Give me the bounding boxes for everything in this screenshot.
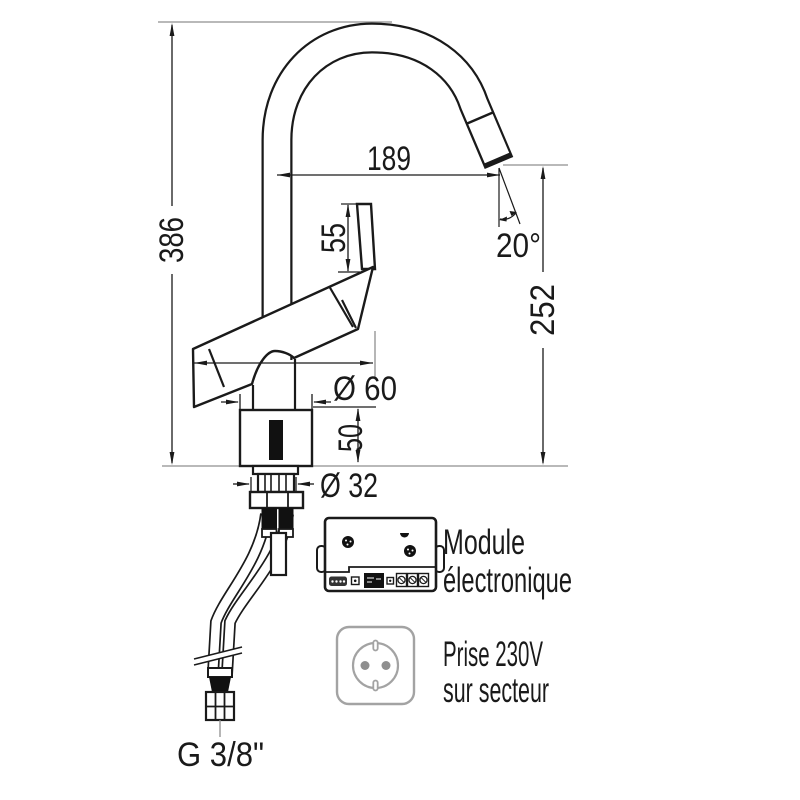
module-panel-line — [325, 566, 436, 573]
stream-angled-line — [498, 167, 521, 225]
label-base-height: 50 — [332, 424, 370, 452]
connector-pin — [346, 543, 349, 546]
label-socket-line1: Prise 230V — [443, 635, 543, 674]
label-spout-reach: 189 — [367, 140, 411, 178]
port-pin — [339, 580, 342, 583]
module-connector-right — [404, 545, 416, 557]
module-terminals — [395, 572, 430, 588]
break-gap — [194, 647, 242, 665]
label-shank-diameter: Ø 32 — [320, 467, 378, 505]
break-mark-2 — [193, 652, 243, 666]
hose-end-collar — [207, 667, 233, 678]
port-pin — [342, 580, 346, 583]
mounting-nut — [248, 490, 305, 510]
label-module-line2: électronique — [443, 561, 572, 600]
hose-crimp-right — [278, 508, 294, 529]
module-connector-small — [400, 533, 410, 538]
module-box-icon — [316, 516, 445, 593]
module-body — [323, 516, 438, 593]
switch-dot — [389, 579, 392, 582]
port-pin — [335, 580, 338, 583]
label-base-diameter: Ø 60 — [333, 370, 397, 408]
stream-angle — [498, 167, 521, 227]
base-flange — [251, 464, 300, 476]
dimension-lever-height — [338, 203, 360, 273]
angle-arc-arrow-left — [499, 216, 507, 222]
module-connector-left — [342, 536, 354, 548]
dimension-outlet-height — [540, 166, 546, 465]
socket-ground-bottom — [372, 679, 379, 692]
connector-pin — [349, 540, 352, 543]
label-spout-angle: 20° — [496, 227, 541, 265]
dimension-spout-reach — [277, 172, 500, 178]
module-switch-2 — [386, 576, 395, 585]
dimension-lines — [169, 23, 546, 492]
label-socket-line2: sur secteur — [443, 671, 549, 710]
label-module-line1: Module — [443, 523, 525, 562]
label-total-height: 386 — [153, 217, 191, 263]
angle-arc-arrow-right — [509, 211, 517, 216]
connector-pin — [411, 549, 414, 552]
dimension-base-height — [313, 406, 376, 463]
dimension-body-length — [194, 360, 373, 366]
faucet-spout — [261, 22, 514, 360]
power-socket-icon — [335, 625, 416, 706]
dimension-labels: 189 386 55 20° 252 Ø 60 50 Ø 32 G 3/8" — [153, 140, 562, 774]
hose-crimp-left — [261, 508, 277, 529]
module-label — [364, 573, 384, 588]
break-mark-1 — [193, 646, 243, 660]
faucet-body — [191, 265, 375, 411]
socket-hole-left — [360, 661, 370, 670]
body-outline — [191, 265, 375, 409]
spout-fill — [263, 24, 510, 360]
sensor-cable-sleeve — [269, 531, 288, 577]
annotation-labels: Module électronique Prise 230V sur secte… — [443, 523, 572, 710]
handle-joint-line-2 — [341, 299, 357, 329]
module-switch — [350, 576, 360, 586]
aerator-joint-line — [465, 110, 495, 126]
socket-ground-top — [372, 639, 379, 652]
socket-hole-right — [381, 661, 391, 670]
dimension-base-diameter — [221, 394, 331, 410]
label-supply-connection: G 3/8" — [177, 736, 264, 774]
dimension-total-height — [169, 23, 175, 465]
module-port — [329, 576, 347, 586]
sensor-window — [269, 420, 283, 460]
label-lever-height: 55 — [315, 223, 353, 253]
supply-hoses — [193, 508, 294, 737]
hose-end-ferrule — [209, 677, 231, 692]
port-pin — [331, 580, 334, 583]
faucet-base — [238, 408, 314, 510]
label-outlet-height: 252 — [524, 284, 562, 336]
connector-pin — [407, 548, 409, 551]
switch-dot — [353, 579, 357, 583]
spray-head-joint-line — [207, 348, 226, 388]
dimension-shank-diameter — [233, 477, 314, 492]
threaded-shank — [256, 472, 296, 494]
connector-pin — [408, 552, 411, 555]
connector-pin — [345, 539, 347, 542]
handle-joint-line-1 — [328, 285, 354, 328]
lever-handle — [355, 202, 377, 271]
